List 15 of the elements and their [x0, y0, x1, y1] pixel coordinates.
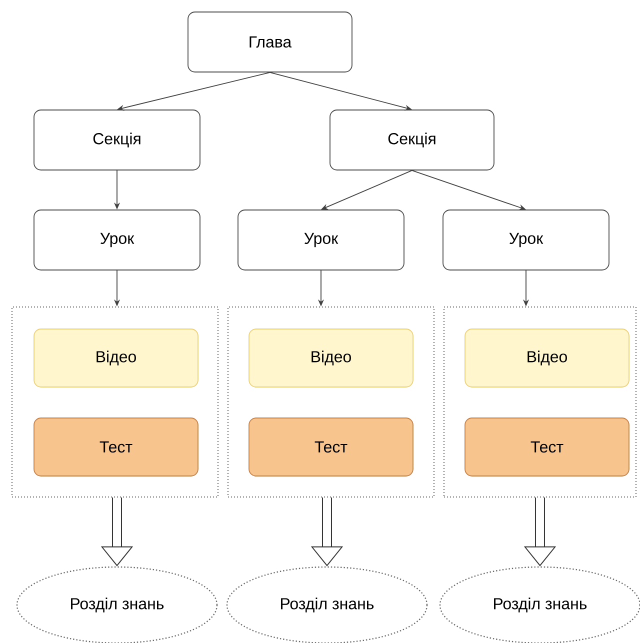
test-box: Тест — [34, 418, 198, 476]
process-box: Урок — [238, 210, 404, 270]
process-box: Урок — [34, 210, 200, 270]
process-box: Глава — [188, 12, 352, 72]
process-box: Секція — [330, 110, 494, 170]
video-box: Відео — [464, 328, 630, 388]
test-box: Тест — [464, 418, 630, 476]
video-box: Відео — [34, 328, 198, 388]
group-frame — [444, 306, 636, 498]
test-box: Тест — [248, 418, 414, 476]
process-box: Урок — [442, 210, 610, 270]
video-box: Відео — [248, 328, 414, 388]
group-frame — [228, 306, 434, 498]
group-frame — [12, 306, 218, 498]
process-box: Секція — [34, 110, 200, 170]
